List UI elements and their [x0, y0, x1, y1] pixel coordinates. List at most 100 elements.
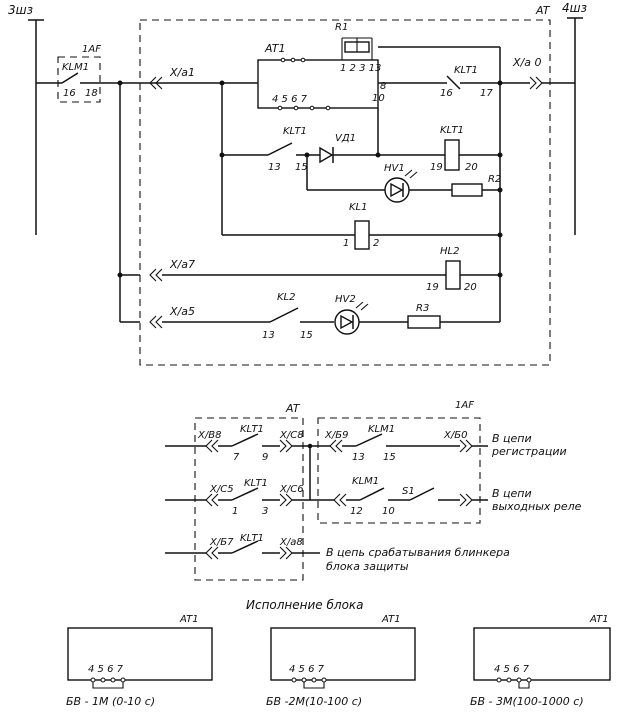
- lower-at-frame: [194, 417, 304, 581]
- klm1-contact: [61, 72, 79, 84]
- variant-3-label: AT1: [589, 614, 609, 625]
- variant-2-pins: 4 5 6 7: [289, 664, 325, 675]
- variant-3: AT1 4 5 6 7 БВ - 3М(100-1000 с): [470, 614, 611, 708]
- bus-right: [567, 17, 583, 235]
- lower-klt1-c-label: KLT1: [240, 533, 264, 544]
- conn-x-b7: [205, 546, 219, 560]
- connector-x-a7: [149, 268, 163, 282]
- kl2-label: KL2: [277, 292, 296, 303]
- kl1-label: KL1: [349, 202, 368, 213]
- kl1-pin1: 1: [343, 238, 349, 249]
- lower-klm1-contact-a: [355, 433, 383, 447]
- connector-x-a0: [529, 76, 543, 90]
- hv1-indicator: [384, 169, 418, 203]
- klt1-coil-19: 19: [430, 162, 443, 173]
- bus-left-label: 3шз: [8, 3, 33, 17]
- s1-switch: [409, 487, 435, 501]
- klt1-pin13: 13: [268, 162, 281, 173]
- variant-3-pins: 4 5 6 7: [494, 664, 530, 675]
- kl2-pin15: 15: [300, 330, 313, 341]
- klt1-top-label: KLT1: [454, 65, 478, 76]
- r1-potentiometer: [341, 37, 373, 60]
- hv2-indicator: [334, 301, 369, 335]
- r3-resistor: [407, 315, 441, 329]
- x-b0-label: X/Б0: [443, 430, 467, 441]
- conn-x-b8: [205, 439, 219, 453]
- klt1-contact-13-15: [267, 142, 293, 156]
- klt1-coil-label: KLT1: [440, 125, 464, 136]
- x-a7-label: X/a7: [169, 258, 195, 271]
- lower-klt1-contact-c: [231, 540, 259, 554]
- lower-klm1-contact-b: [359, 487, 385, 501]
- variant-1-label: AT1: [179, 614, 199, 625]
- bus-right-label: 4шз: [562, 1, 587, 15]
- lower-klt1-contact-b: [231, 487, 259, 501]
- x-a0-label: X/a 0: [512, 56, 541, 69]
- x-c6-label: X/C6: [279, 484, 304, 495]
- at1-timer-block: [257, 59, 379, 109]
- klt1-coil: [444, 139, 460, 171]
- x-c8-label: X/C8: [279, 430, 304, 441]
- lower-pin7: 7: [233, 452, 240, 463]
- klm1-label: KLM1: [62, 62, 89, 73]
- klt1-pin16: 16: [440, 88, 453, 99]
- hl2-label: HL2: [440, 246, 459, 257]
- at1-pin8: 8: [380, 81, 386, 92]
- klt1-contact-16-17: [446, 75, 461, 90]
- lower-pin1: 1: [232, 506, 238, 517]
- hv1-label: HV1: [384, 163, 405, 174]
- x-a5-label: X/a5: [169, 305, 195, 318]
- blink-line2: блока защиты: [326, 560, 409, 573]
- at-frame: [139, 19, 551, 366]
- conn-out-b: [459, 493, 473, 507]
- conn-x-c8: [279, 439, 293, 453]
- klt1-pin15: 15: [295, 162, 308, 173]
- klm1-pin-b: 18: [85, 88, 98, 99]
- lower-klt1-b-label: KLT1: [244, 478, 268, 489]
- bus-left: [28, 19, 44, 235]
- r3-label: R3: [416, 303, 429, 314]
- lower-af-label: 1AF: [455, 400, 474, 411]
- conn-x-b0: [459, 439, 473, 453]
- lower-klt1-contact-a: [231, 433, 259, 447]
- lower-pin3: 3: [262, 506, 268, 517]
- r2-label: R2: [488, 174, 501, 185]
- conn-klm1-b: [333, 493, 347, 507]
- lower-pin15: 15: [383, 452, 396, 463]
- blink-line1: В цепь срабатывания блинкера: [326, 546, 510, 559]
- variant-2-caption: БВ -2М(10-100 с): [266, 695, 362, 708]
- x-a1-label: X/a1: [169, 66, 195, 79]
- lower-pin12: 12: [350, 506, 363, 517]
- at1-label: AT1: [264, 42, 285, 55]
- af-frame: [57, 56, 101, 103]
- out-line1: В цепи: [492, 487, 532, 500]
- reg-line2: регистрации: [491, 445, 567, 458]
- variant-1-pins: 4 5 6 7: [88, 664, 124, 675]
- reg-line1: В цепи: [492, 432, 532, 445]
- kl1-coil: [354, 220, 370, 250]
- conn-x-c6: [279, 493, 293, 507]
- klt1-mid-label: KLT1: [283, 126, 307, 137]
- variant-2-label: AT1: [381, 614, 401, 625]
- variants-title: Исполнение блока: [246, 598, 364, 612]
- lower-pin9: 9: [262, 452, 268, 463]
- kl2-pin13: 13: [262, 330, 275, 341]
- at1-internal-dots: [277, 57, 331, 111]
- variant-2: AT1 4 5 6 7 БВ -2М(10-100 с): [266, 614, 416, 708]
- conn-x-c5: [205, 493, 219, 507]
- lower-klm1-a-label: KLM1: [368, 424, 395, 435]
- out-line2: выходных реле: [492, 500, 582, 513]
- connector-x-a5: [149, 315, 163, 329]
- klt1-coil-20: 20: [465, 162, 478, 173]
- r1-label: R1: [335, 22, 348, 33]
- conn-x-a8: [279, 546, 293, 560]
- x-b9-label: X/Б9: [324, 430, 348, 441]
- af-frame-label: 1AF: [82, 44, 101, 55]
- hl2-pin20: 20: [464, 282, 477, 293]
- s1-label: S1: [402, 486, 415, 497]
- klm1-pin-a: 16: [63, 88, 76, 99]
- x-a8-label: X/a8: [279, 537, 303, 548]
- lower-at-label: AT: [285, 402, 301, 415]
- lower-klt1-a-label: KLT1: [240, 424, 264, 435]
